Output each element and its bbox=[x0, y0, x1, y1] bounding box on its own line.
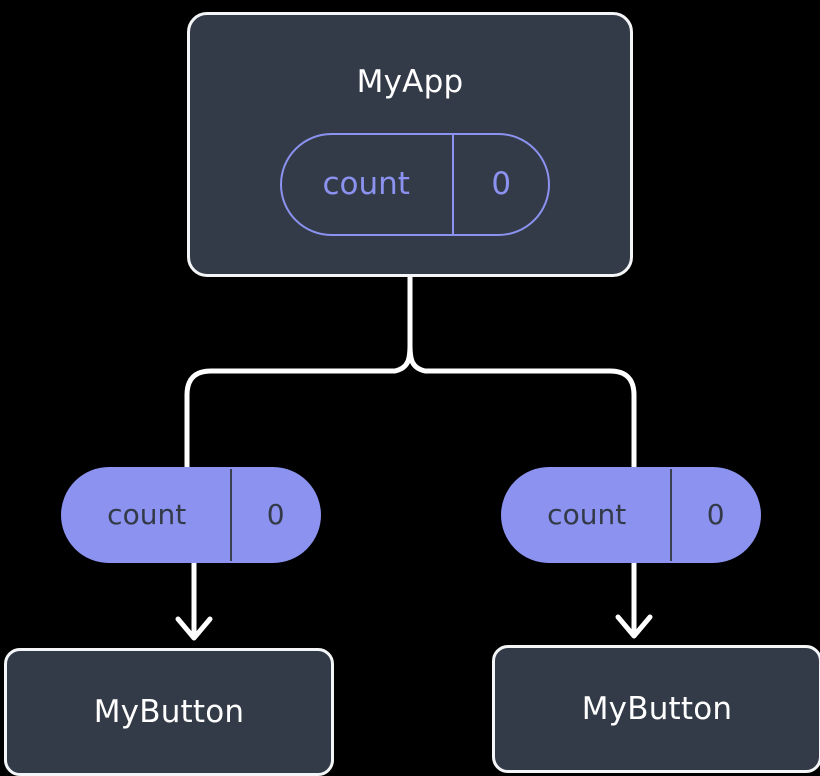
prop-pill-value: 0 bbox=[706, 498, 725, 531]
component-node-myapp[interactable]: MyApp count 0 bbox=[187, 12, 633, 277]
prop-arrow-left-head bbox=[175, 616, 213, 641]
edge-trunk bbox=[407, 274, 637, 470]
prop-pill-right[interactable]: count 0 bbox=[501, 467, 761, 563]
component-label-mybutton: MyButton bbox=[581, 690, 733, 727]
edge-trunk-left-branch bbox=[184, 342, 413, 470]
component-node-mybutton-right[interactable]: MyButton bbox=[492, 645, 820, 773]
prop-arrow-right-head bbox=[615, 614, 653, 639]
state-pill-key: count bbox=[282, 135, 455, 234]
component-label-mybutton: MyButton bbox=[93, 693, 245, 730]
state-pill-value: 0 bbox=[491, 166, 512, 202]
component-node-mybutton-left[interactable]: MyButton bbox=[4, 648, 334, 776]
state-pill-myapp[interactable]: count 0 bbox=[280, 133, 550, 236]
prop-pill-key: count bbox=[63, 469, 233, 561]
component-label-myapp: MyApp bbox=[356, 64, 464, 100]
prop-pill-left[interactable]: count 0 bbox=[61, 467, 321, 563]
prop-pill-key: count bbox=[503, 469, 673, 561]
prop-pill-value: 0 bbox=[266, 498, 285, 531]
